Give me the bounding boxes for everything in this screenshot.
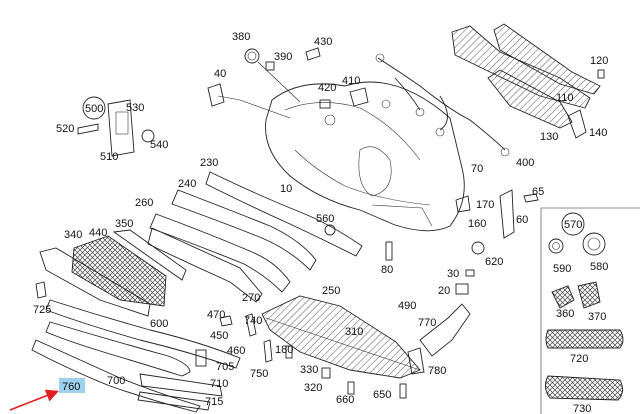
callout-20[interactable]: 20 bbox=[438, 285, 450, 297]
highlight-arrow bbox=[9, 389, 59, 411]
lower-grille bbox=[39, 229, 187, 317]
callout-40[interactable]: 40 bbox=[214, 68, 226, 80]
callout-410[interactable]: 410 bbox=[342, 75, 360, 87]
bracket-group bbox=[77, 99, 155, 157]
callout-110[interactable]: 110 bbox=[556, 92, 574, 104]
callout-715[interactable]: 715 bbox=[205, 396, 223, 408]
callout-500[interactable]: 500 bbox=[85, 103, 103, 115]
callout-260[interactable]: 260 bbox=[135, 197, 153, 209]
callout-540[interactable]: 540 bbox=[150, 139, 168, 151]
callout-720[interactable]: 720 bbox=[570, 353, 588, 365]
callout-170[interactable]: 170 bbox=[476, 199, 494, 211]
callout-160[interactable]: 160 bbox=[468, 218, 486, 230]
cross-member bbox=[451, 23, 601, 129]
callout-570[interactable]: 570 bbox=[564, 219, 582, 231]
bumper-cover bbox=[265, 81, 465, 232]
callout-ring-570 bbox=[561, 212, 585, 236]
callout-400[interactable]: 400 bbox=[516, 157, 534, 169]
callout-230[interactable]: 230 bbox=[200, 157, 218, 169]
callout-30[interactable]: 30 bbox=[447, 268, 459, 280]
callout-440[interactable]: 440 bbox=[89, 227, 107, 239]
callout-750[interactable]: 750 bbox=[250, 368, 268, 380]
callout-710[interactable]: 710 bbox=[210, 378, 228, 390]
inset-panel bbox=[540, 207, 640, 414]
callout-520[interactable]: 520 bbox=[56, 123, 74, 135]
callout-780[interactable]: 780 bbox=[428, 365, 446, 377]
callout-620[interactable]: 620 bbox=[485, 256, 503, 268]
callout-120[interactable]: 120 bbox=[590, 55, 608, 67]
callout-590[interactable]: 590 bbox=[553, 263, 571, 275]
callout-370[interactable]: 370 bbox=[588, 311, 606, 323]
callout-360[interactable]: 360 bbox=[556, 308, 574, 320]
callout-725[interactable]: 725 bbox=[33, 304, 51, 316]
callout-320[interactable]: 320 bbox=[304, 382, 322, 394]
callout-390[interactable]: 390 bbox=[274, 51, 292, 63]
callout-ring-500 bbox=[82, 96, 106, 120]
callout-760[interactable]: 760 bbox=[62, 381, 80, 393]
callout-340[interactable]: 340 bbox=[64, 229, 82, 241]
callout-10[interactable]: 10 bbox=[280, 183, 292, 195]
callout-380[interactable]: 380 bbox=[232, 31, 250, 43]
callout-510[interactable]: 510 bbox=[100, 151, 118, 163]
callout-700[interactable]: 700 bbox=[107, 375, 125, 387]
callout-350[interactable]: 350 bbox=[115, 218, 133, 230]
callout-70[interactable]: 70 bbox=[471, 163, 483, 175]
wiring-harness bbox=[375, 53, 510, 157]
callout-740[interactable]: 740 bbox=[244, 315, 262, 327]
callout-450[interactable]: 450 bbox=[210, 330, 228, 342]
lower-strips bbox=[31, 299, 241, 413]
callout-470[interactable]: 470 bbox=[207, 309, 225, 321]
callout-80[interactable]: 80 bbox=[381, 264, 393, 276]
callout-490[interactable]: 490 bbox=[398, 300, 416, 312]
callout-65[interactable]: 65 bbox=[532, 186, 544, 198]
callout-560[interactable]: 560 bbox=[316, 213, 334, 225]
callout-430[interactable]: 430 bbox=[314, 36, 332, 48]
callout-240[interactable]: 240 bbox=[178, 178, 196, 190]
callout-130[interactable]: 130 bbox=[540, 131, 558, 143]
callout-660[interactable]: 660 bbox=[336, 394, 354, 406]
emblem-parts bbox=[207, 47, 369, 119]
callout-250[interactable]: 250 bbox=[322, 285, 340, 297]
callout-530[interactable]: 530 bbox=[126, 102, 144, 114]
underbody-panel bbox=[261, 295, 421, 379]
side-brackets bbox=[407, 109, 587, 375]
callout-730[interactable]: 730 bbox=[573, 403, 591, 414]
callout-460[interactable]: 460 bbox=[227, 345, 245, 357]
callout-330[interactable]: 330 bbox=[300, 364, 318, 376]
callout-580[interactable]: 580 bbox=[590, 261, 608, 273]
callout-140[interactable]: 140 bbox=[589, 127, 607, 139]
callout-270[interactable]: 270 bbox=[242, 292, 260, 304]
callout-310[interactable]: 310 bbox=[345, 326, 363, 338]
fasteners bbox=[35, 69, 605, 399]
callout-60[interactable]: 60 bbox=[516, 214, 528, 226]
callout-650[interactable]: 650 bbox=[373, 389, 391, 401]
callout-420[interactable]: 420 bbox=[318, 82, 336, 94]
trim-strips bbox=[147, 171, 363, 303]
callout-600[interactable]: 600 bbox=[150, 318, 168, 330]
callout-180[interactable]: 180 bbox=[275, 344, 293, 356]
callout-770[interactable]: 770 bbox=[418, 317, 436, 329]
callout-705[interactable]: 705 bbox=[216, 361, 234, 373]
highlight-box bbox=[59, 378, 85, 393]
